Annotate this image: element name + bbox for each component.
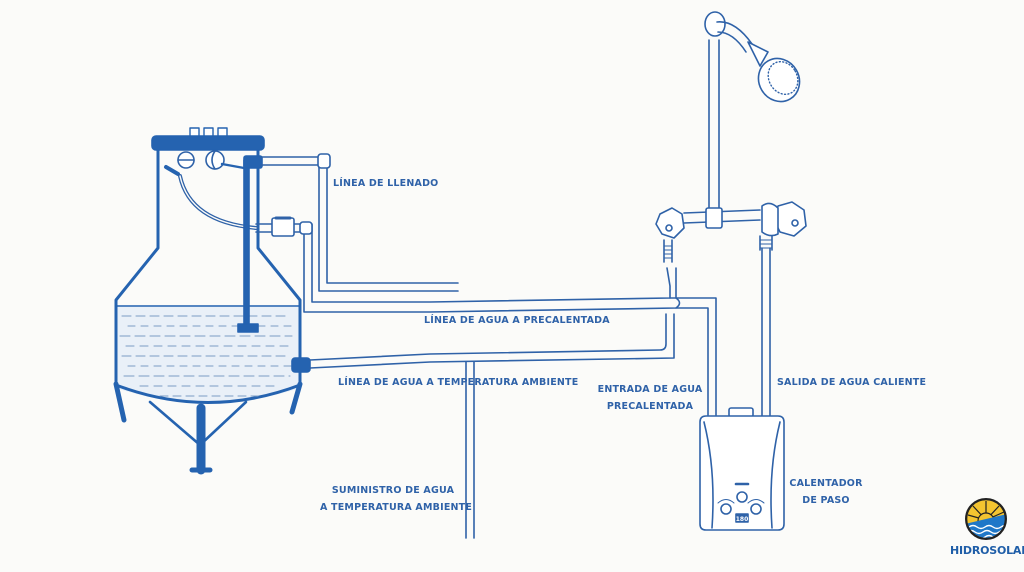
label-supply: SUMINISTRO DE AGUA A TEMPERATURA AMBIENT…: [320, 482, 473, 516]
preheated-line-pipe: [255, 216, 717, 416]
heater-body: [699, 415, 785, 531]
ambient-line-pipe: [309, 313, 675, 369]
hidrosolar-logo: HIDROSOLAR: [950, 498, 1024, 557]
logo-text: HIDROSOLAR: [950, 544, 1024, 557]
heater-display-value: 180: [736, 516, 749, 523]
label-heater-line1: CALENTADOR: [789, 478, 863, 489]
float-rod: [243, 159, 250, 327]
shower-flange: [704, 11, 726, 37]
shower-assembly: [655, 11, 807, 263]
label-fill-line: LÍNEA DE LLENADO: [333, 178, 439, 189]
label-ambient-line: LÍNEA DE AGUA A TEMPERATURA AMBIENTE: [338, 377, 579, 388]
heater-knob-left-icon: [720, 503, 732, 515]
label-preheated-inlet-line1: ENTRADA DE AGUA: [597, 384, 703, 395]
hot-outlet-pipe: [761, 247, 771, 419]
outlet-valve: [291, 357, 311, 373]
shower-head-icon: [747, 41, 801, 103]
tankless-heater: [699, 407, 785, 531]
tank-stand: [113, 381, 303, 475]
heater-knob-right-icon: [750, 503, 762, 515]
tank-water: [116, 305, 300, 403]
label-preheated-inlet: ENTRADA DE AGUA PRECALENTADA: [596, 381, 704, 415]
label-preheated-line: LÍNEA DE AGUA A PRECALENTADA: [424, 315, 610, 326]
solar-tank: [113, 127, 311, 475]
heater-display: [735, 513, 749, 523]
label-preheated-inlet-line2: PRECALENTADA: [606, 401, 694, 412]
label-heater: CALENTADOR DE PASO: [786, 475, 866, 509]
heater-knob-center-icon: [736, 491, 748, 503]
fill-valve: [243, 155, 263, 169]
label-heater-line2: DE PASO: [802, 495, 850, 506]
sun-sea-logo-icon: [965, 498, 1007, 540]
supply-pipe: [465, 361, 475, 539]
label-hot-outlet: SALIDA DE AGUA CALIENTE: [777, 377, 927, 388]
label-supply-line2: A TEMPERATURA AMBIENTE: [320, 502, 473, 513]
water-dashes: [119, 315, 295, 397]
cold-valve-icon: [655, 207, 685, 263]
gauge-right: [205, 150, 225, 170]
hot-valve-icon: [759, 201, 807, 251]
label-supply-line1: SUMINISTRO DE AGUA: [331, 485, 455, 496]
fill-line-pipe: [261, 153, 459, 292]
tank-lid: [151, 135, 265, 151]
